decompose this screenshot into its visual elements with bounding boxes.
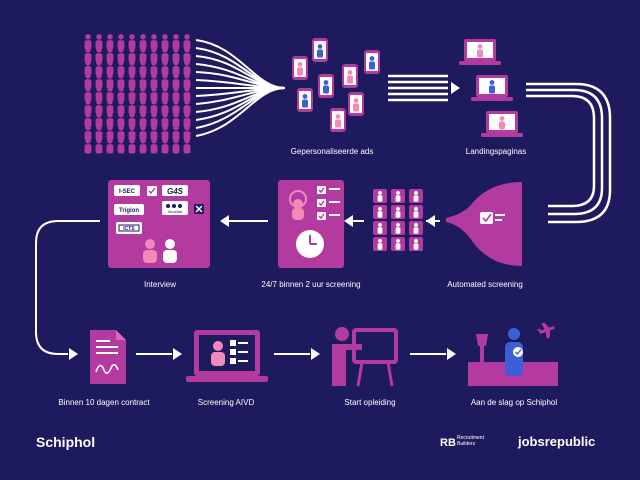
- step-label-aivd: Screening AIVD: [197, 398, 255, 407]
- step-label-opleiding: Start opleiding: [344, 398, 396, 407]
- step-label-automated: Automated screening: [447, 280, 523, 289]
- candidate-tile: [409, 189, 423, 203]
- logo-trigion: Trigion: [119, 208, 139, 214]
- video-screening-icon: [186, 330, 268, 382]
- crowd-person: [106, 138, 114, 154]
- crowd-icon: [84, 34, 191, 154]
- company-logos-panel: [108, 180, 210, 268]
- crowd-person: [95, 138, 103, 154]
- candidate-tile: [373, 221, 387, 235]
- step-label-landing: Landingspaginas: [465, 147, 527, 156]
- candidate-tile: [391, 237, 405, 251]
- crowd-person: [139, 138, 147, 154]
- crowd-person: [161, 138, 169, 154]
- arrow-icon: [344, 215, 353, 227]
- arrow-icon: [451, 82, 460, 94]
- airplane-icon: [537, 322, 555, 339]
- recruitment-builders-logo: Recruitment Builders: [457, 435, 484, 447]
- crowd-person: [84, 138, 92, 154]
- arrow-icon: [447, 348, 456, 360]
- phone-ad-icon: [292, 38, 380, 132]
- recruitment-builders-line-1: Recruitment: [457, 435, 484, 441]
- candidate-tile: [409, 237, 423, 251]
- crowd-person: [150, 138, 158, 154]
- funnel-icon: [446, 182, 522, 266]
- step-label-ads: Gepersonaliseerde ads: [290, 147, 374, 156]
- training-icon: [332, 327, 398, 387]
- connector-line: [35, 220, 100, 355]
- arrow-icon: [220, 215, 229, 227]
- candidate-tile: [391, 221, 405, 235]
- candidate-tile: [373, 237, 387, 251]
- crowd-person: [128, 138, 136, 154]
- candidate-tile: [409, 221, 423, 235]
- checklist-clock-icon: [278, 180, 344, 268]
- recruitment-builders-mark: RB: [440, 437, 456, 449]
- logo-securitas: Securitas: [168, 210, 183, 214]
- arrow-icon: [69, 348, 78, 360]
- step-label-contract: Binnen 10 dagen contract: [58, 398, 150, 407]
- fan-lines: [195, 39, 286, 137]
- schiphol-logo: Schiphol: [36, 434, 96, 450]
- crowd-person: [172, 138, 180, 154]
- candidate-tile: [391, 205, 405, 219]
- logo-icts: ICTS: [123, 226, 135, 232]
- candidate-tile: [373, 205, 387, 219]
- recruitment-builders-line-2: Builders: [457, 441, 476, 447]
- crowd-person: [117, 138, 125, 154]
- airport-icon: [468, 328, 558, 386]
- logo-isec: I-SEC: [119, 189, 136, 195]
- logo-g4s: G4S: [167, 187, 184, 196]
- laptop-icon: [459, 39, 523, 137]
- flow-lines-landing: [526, 82, 612, 224]
- contract-icon: [90, 330, 126, 384]
- step-label-aandeslag: Aan de slag op Schiphol: [470, 398, 558, 407]
- arrow-icon: [311, 348, 320, 360]
- step-label-screening24: 24/7 binnen 2 uur screening: [261, 280, 361, 289]
- flow-lines-ads: [388, 74, 448, 102]
- arrow-icon: [173, 348, 182, 360]
- candidate-tile: [391, 189, 405, 203]
- crowd-person: [183, 138, 191, 154]
- jobsrepublic-logo: jobsrepublic: [518, 434, 596, 449]
- candidate-tile: [409, 205, 423, 219]
- candidate-grid-icon: [373, 189, 423, 251]
- candidate-tile: [373, 189, 387, 203]
- step-label-interview: Interview: [143, 280, 176, 289]
